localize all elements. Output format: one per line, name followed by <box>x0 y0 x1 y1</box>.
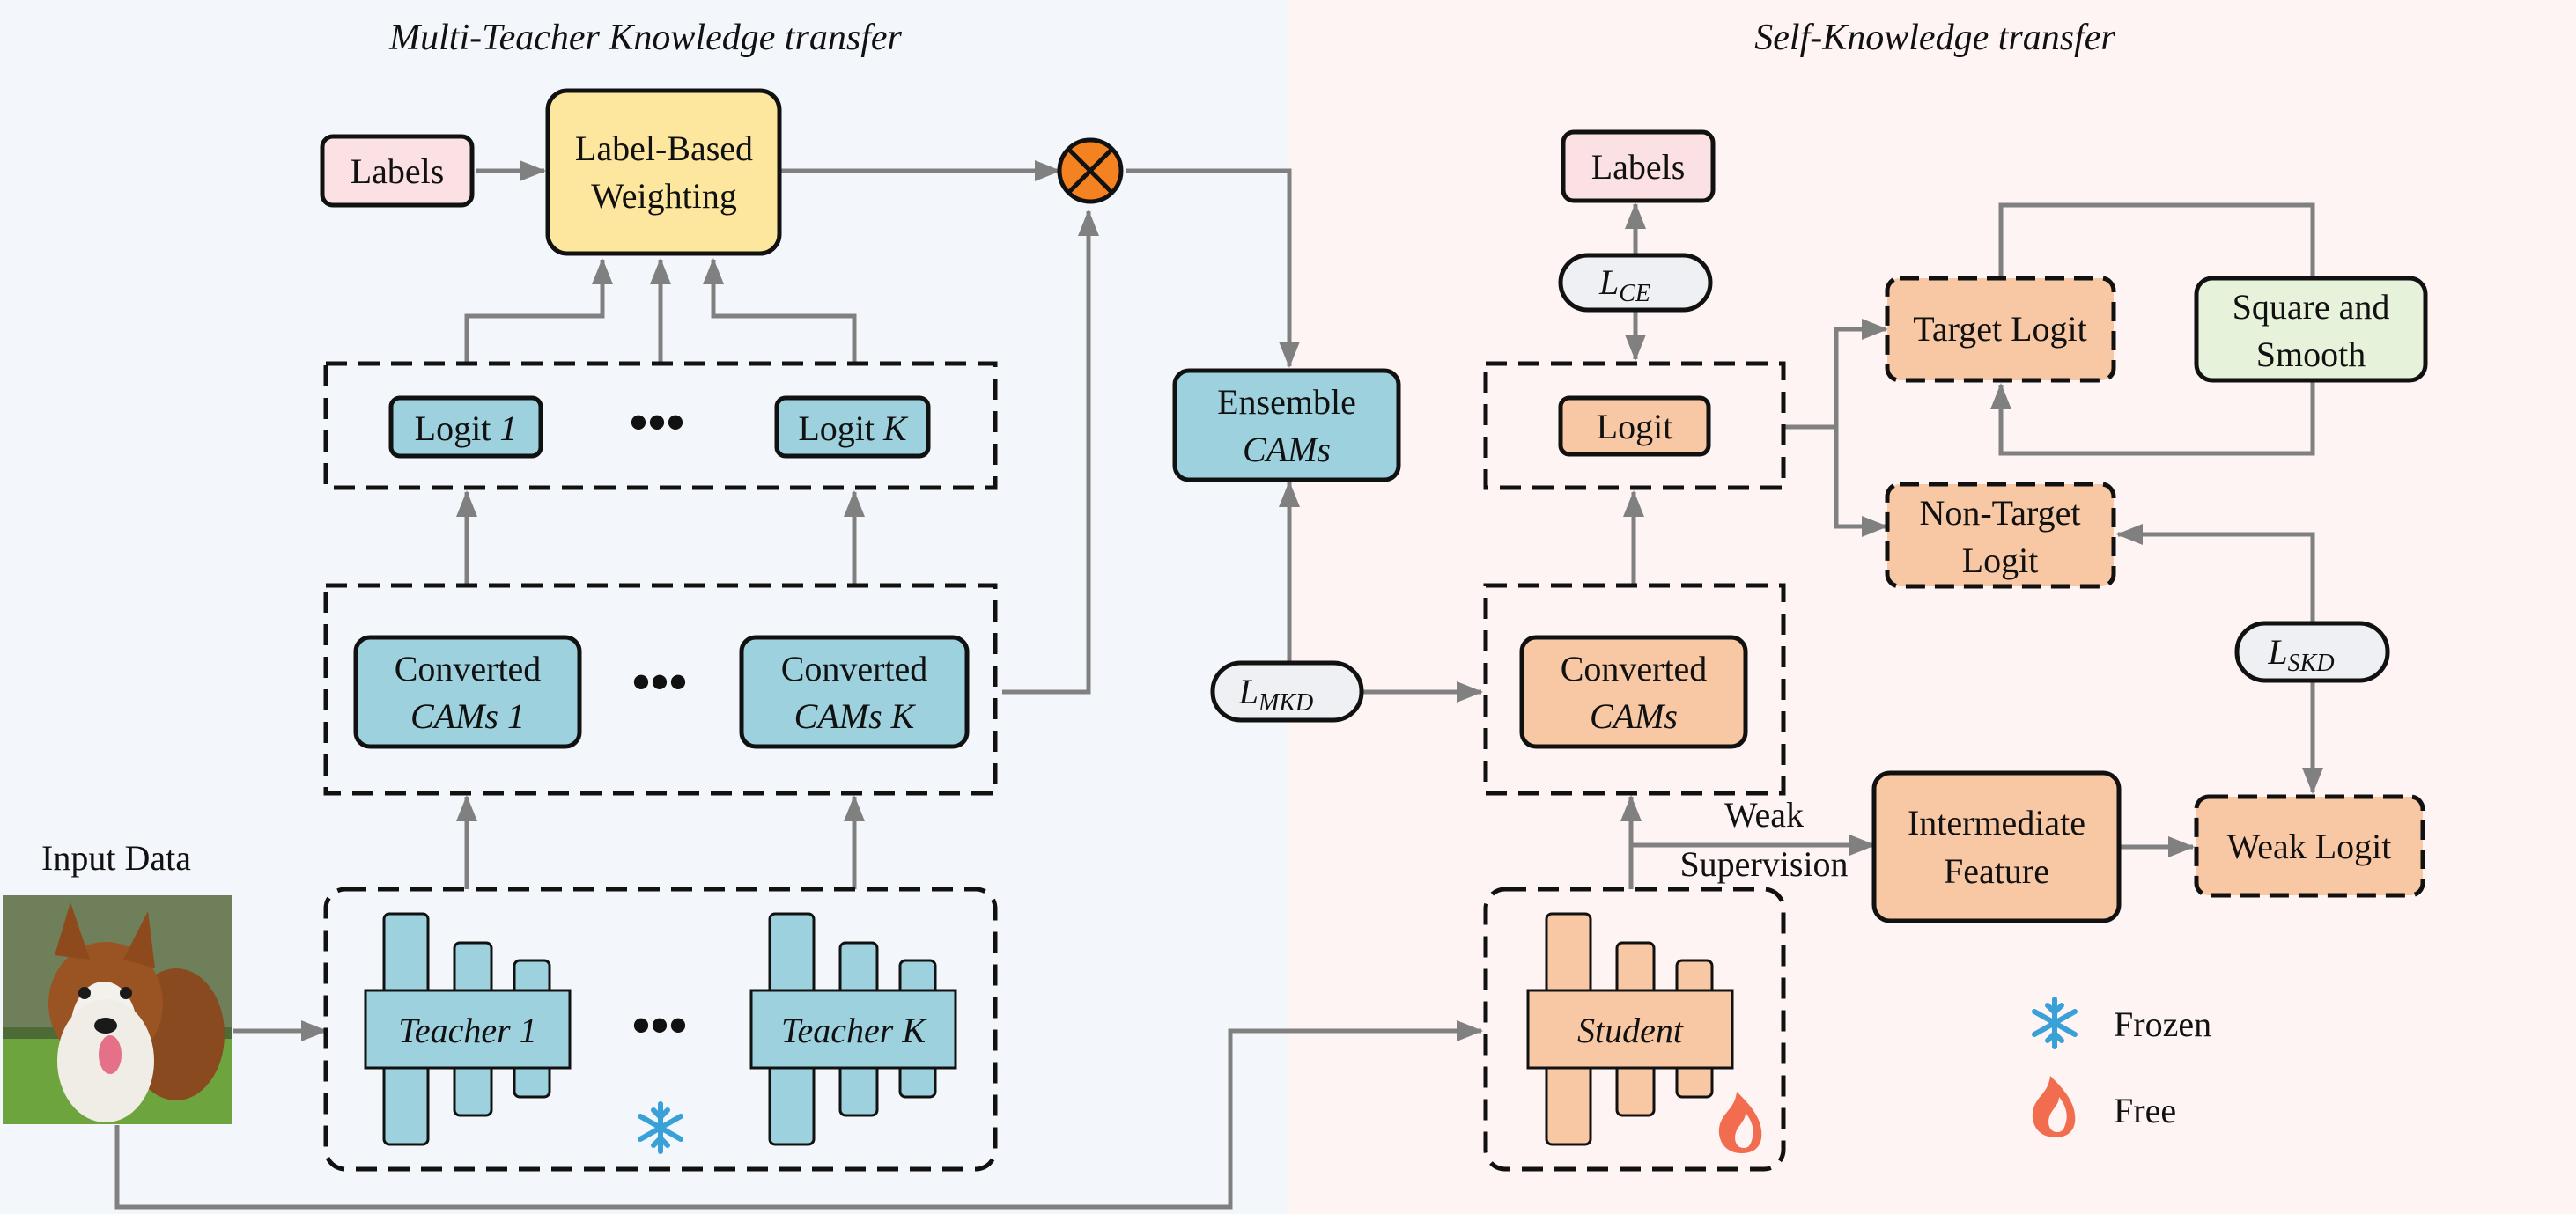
right-section-title: Self-Knowledge transfer <box>1754 18 2115 58</box>
input-data-label: Input Data <box>41 838 191 878</box>
logit-1-node: Logit 1 <box>388 395 543 459</box>
ensemble-cams-node: Ensemble CAMs <box>1172 368 1401 482</box>
right-labels-node: Labels <box>1561 129 1716 203</box>
svg-text:LSKD: LSKD <box>2267 632 2334 677</box>
square-and-smooth-node: Square and Smooth <box>2194 276 2428 383</box>
target-logit-node: Target Logit <box>1885 276 2116 383</box>
svg-text:Converted: Converted <box>781 649 928 688</box>
svg-text:CAMs: CAMs <box>1243 430 1331 469</box>
student-converted-cams-group <box>1483 583 1786 796</box>
svg-text:LCE: LCE <box>1598 262 1650 307</box>
multiply-operator <box>1057 137 1124 204</box>
teacher-logit-group <box>323 361 998 490</box>
svg-text:Converted: Converted <box>1561 649 1708 688</box>
svg-text:Smooth: Smooth <box>2256 335 2366 374</box>
l-skd-loss: LSKD <box>2234 621 2390 683</box>
flame-icon <box>1718 1092 1762 1153</box>
teacher-converted-cams-group <box>323 583 998 796</box>
svg-text:Logit 1: Logit 1 <box>415 408 518 448</box>
svg-text:Labels: Labels <box>1591 147 1686 187</box>
legend-flame-icon <box>2032 1076 2076 1137</box>
svg-text:Square and: Square and <box>2233 287 2390 327</box>
svg-text:Converted: Converted <box>395 649 542 688</box>
legend-frozen-label: Frozen <box>2114 1004 2211 1044</box>
converted-ellipsis: ••• <box>631 653 687 711</box>
weak-supervision-label-line2: Supervision <box>1679 844 1848 884</box>
left-section-title: Multi-Teacher Knowledge transfer <box>388 18 902 58</box>
legend-free-label: Free <box>2114 1091 2176 1130</box>
svg-text:Target Logit: Target Logit <box>1913 309 2087 349</box>
svg-text:Intermediate: Intermediate <box>1908 803 2085 842</box>
svg-text:CAMs K: CAMs K <box>794 696 917 736</box>
svg-text:Non-Target: Non-Target <box>1919 493 2080 533</box>
teacher-ellipsis: ••• <box>631 997 687 1055</box>
svg-text:Teacher 1: Teacher 1 <box>398 1011 536 1050</box>
right-panel-background <box>1288 0 2576 1214</box>
teacher-models-group <box>323 887 998 1172</box>
l-ce-loss: LCE <box>1558 253 1713 313</box>
l-mkd-loss: LMKD <box>1210 660 1364 723</box>
svg-text:Logit: Logit <box>1962 541 2039 580</box>
input-dog-image <box>3 895 232 1124</box>
svg-text:Teacher K: Teacher K <box>781 1011 927 1050</box>
converted-cams-1-node: Converted CAMs 1 <box>353 635 582 749</box>
svg-text:Student: Student <box>1577 1011 1684 1050</box>
teacher-1-network: Teacher 1 <box>364 912 572 1146</box>
svg-text:Label-Based: Label-Based <box>575 129 753 168</box>
svg-text:CAMs: CAMs <box>1590 696 1678 736</box>
weak-supervision-label-line1: Weak <box>1724 795 1804 835</box>
student-network: Student <box>1526 912 1734 1146</box>
non-target-logit-node: Non-Target Logit <box>1885 482 2116 589</box>
student-model-group <box>1483 887 1786 1172</box>
svg-text:Logit: Logit <box>1597 407 1673 446</box>
svg-text:Labels: Labels <box>351 151 445 191</box>
left-labels-node: Labels <box>320 134 475 208</box>
svg-text:Logit K: Logit K <box>798 408 909 448</box>
weak-logit-node: Weak Logit <box>2194 794 2425 898</box>
converted-cams-k-node: Converted CAMs K <box>739 635 970 749</box>
svg-text:Weak Logit: Weak Logit <box>2227 827 2392 866</box>
student-logit-group <box>1483 361 1786 490</box>
teacher-k-network: Teacher K <box>749 912 957 1146</box>
logit-ellipsis: ••• <box>629 394 684 452</box>
svg-text:Weighting: Weighting <box>591 176 737 216</box>
connectors <box>114 160 2323 1210</box>
snowflake-icon <box>638 1101 683 1154</box>
logit-k-node: Logit K <box>774 395 931 459</box>
label-based-weighting-node: Label-Based Weighting <box>545 88 782 256</box>
intermediate-feature-node: Intermediate Feature <box>1871 770 2122 923</box>
student-logit-node: Logit <box>1558 395 1711 457</box>
svg-text:Feature: Feature <box>1944 851 2049 891</box>
svg-text:LMKD: LMKD <box>1238 672 1313 717</box>
svg-text:CAMs 1: CAMs 1 <box>410 696 525 736</box>
legend-snowflake-icon <box>2032 997 2078 1049</box>
svg-text:Ensemble: Ensemble <box>1217 382 1356 422</box>
legend: Frozen Free <box>2032 997 2211 1137</box>
student-converted-cams-node: Converted CAMs <box>1519 635 1748 749</box>
